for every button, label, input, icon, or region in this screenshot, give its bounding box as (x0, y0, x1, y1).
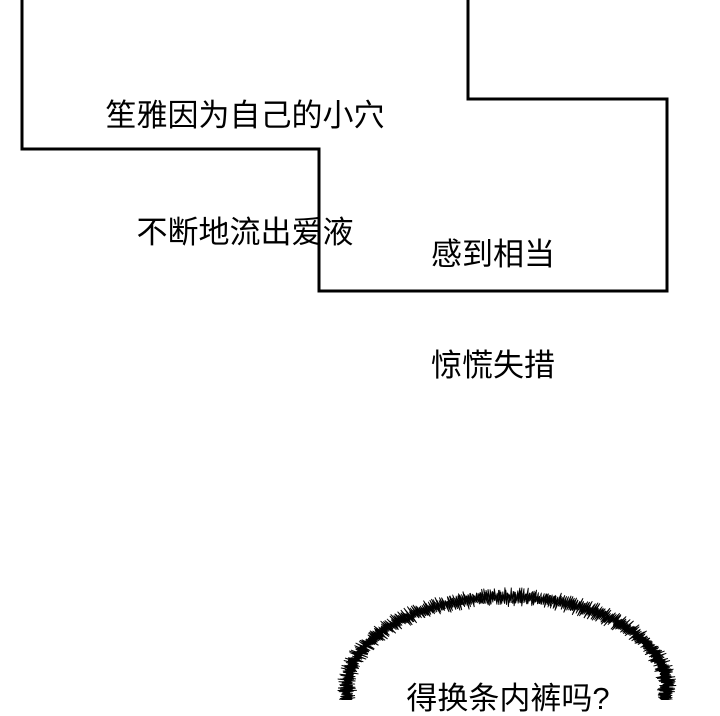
caption-line-2: 不断地流出爱液 (136, 215, 354, 250)
burst-bubble-outline (337, 587, 677, 700)
caption-box-top-left: 笙雅因为自己的小穴 不断地流出爱液 (22, 18, 468, 330)
comic-panel: 笙雅因为自己的小穴 不断地流出爱液 感到相当 惊慌失措 得换条内裤吗? (20, 0, 677, 714)
caption-box-right: 感到相当 惊慌失措 (319, 162, 667, 458)
caption-line-1: 感到相当 (431, 237, 555, 272)
caption-boxes-outline (20, 0, 669, 293)
burst-bubble-text: 得换条内裤吗? (406, 681, 610, 716)
panel-artwork (20, 0, 677, 700)
caption-line-1: 笙雅因为自己的小穴 (105, 98, 385, 133)
caption-line-2: 惊慌失措 (431, 348, 555, 383)
